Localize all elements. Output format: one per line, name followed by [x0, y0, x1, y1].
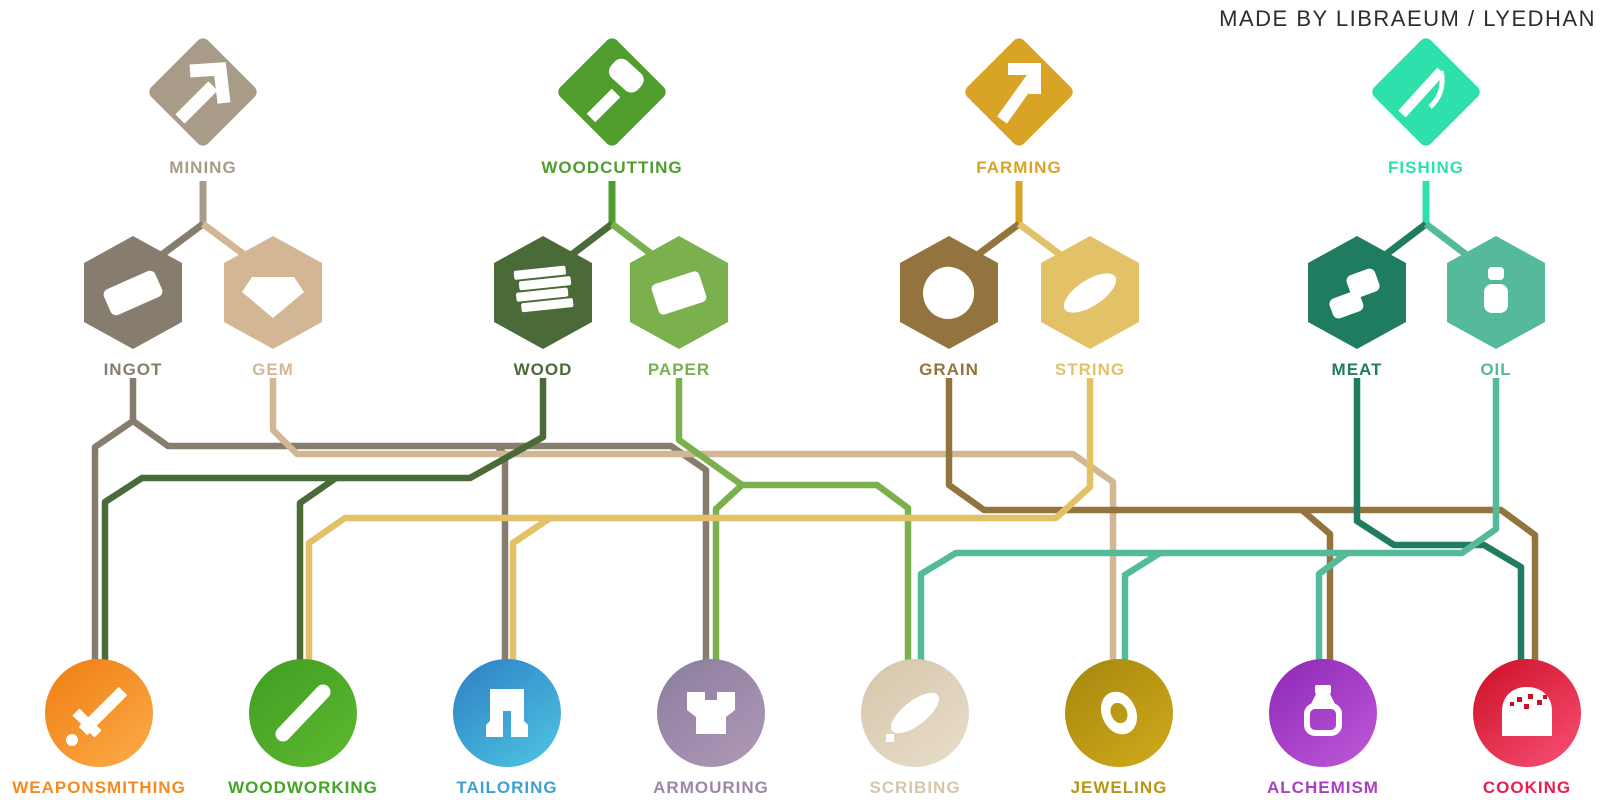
resource-node-string: STRING — [1041, 236, 1139, 379]
oil-icon — [1484, 267, 1508, 313]
bread-sprinkles — [1510, 694, 1547, 709]
wood-icon — [513, 265, 574, 313]
tailoring-label: TAILORING — [456, 778, 557, 797]
tailoring-circle — [453, 659, 561, 767]
resource-node-ingot: INGOT — [84, 236, 182, 379]
gem-icon — [242, 277, 304, 318]
paper-icon — [651, 271, 707, 315]
connector-ingot-weaponsmithing — [91, 378, 137, 662]
mining-label: MINING — [169, 158, 236, 177]
resource-node-wood: WOOD — [494, 236, 592, 379]
grain-icon — [923, 266, 975, 319]
connector-meat-cooking — [1353, 378, 1525, 662]
profession-node-woodworking: WOODWORKING — [228, 659, 378, 797]
credits-title: MADE BY LIBRAEUM / LYEDHAN — [1219, 6, 1596, 31]
farming-label: FARMING — [976, 158, 1061, 177]
resource-node-paper: PAPER — [630, 236, 728, 379]
pants-icon — [486, 689, 528, 737]
fishing-label: FISHING — [1388, 158, 1464, 177]
ingot-label: INGOT — [104, 360, 163, 379]
connector-paper-armouring — [712, 482, 745, 662]
gathering-node-mining: MINING — [149, 38, 257, 177]
axe-icon — [586, 58, 644, 123]
profession-node-cooking: COOKING — [1473, 659, 1581, 797]
profession-node-scribing: SCRIBING — [861, 659, 969, 797]
stick-icon — [275, 684, 331, 742]
profession-node-jeweling: JEWELING — [1065, 659, 1173, 797]
profession-node-alchemism: ALCHEMISM — [1267, 659, 1379, 797]
connector-ingot-armouring — [131, 418, 710, 662]
resource-connections — [91, 378, 1539, 662]
woodcutting-label: WOODCUTTING — [541, 158, 682, 177]
connector-paper-scribing — [675, 378, 912, 662]
gathering-forks — [153, 181, 1475, 262]
resource-node-meat: MEAT — [1308, 236, 1406, 379]
connector-oil-scribing — [917, 378, 1500, 662]
grain-label: GRAIN — [919, 360, 979, 379]
connector-wood-weaponsmithing — [101, 378, 547, 662]
connector-oil-jeweling — [1121, 550, 1162, 662]
hoe-icon — [997, 63, 1041, 124]
gathering-node-woodcutting: WOODCUTTING — [541, 38, 682, 177]
string-icon — [1063, 273, 1117, 313]
gem-label: GEM — [252, 360, 294, 379]
flask-icon — [1304, 685, 1342, 736]
fork-farming-string — [1016, 221, 1069, 262]
profession-nodes: WEAPONSMITHING WOODWORKING TAILORING ARM… — [12, 659, 1581, 797]
gathering-nodes: MINING WOODCUTTING FARMING FISHING — [149, 38, 1480, 177]
connector-string-tailoring — [509, 515, 552, 662]
ring-icon — [1101, 691, 1137, 735]
cooking-label: COOKING — [1483, 778, 1571, 797]
ingot-icon — [103, 270, 163, 316]
meat-icon — [1329, 268, 1380, 319]
jeweling-circle — [1065, 659, 1173, 767]
wood-label: WOOD — [514, 360, 573, 379]
connector-grain-alchemism — [1299, 507, 1334, 662]
bread-icon — [1502, 687, 1552, 736]
profession-node-weaponsmithing: WEAPONSMITHING — [12, 659, 186, 797]
gathering-node-fishing: FISHING — [1372, 38, 1480, 177]
connector-oil-alchemism — [1315, 550, 1349, 662]
connector-ingot-tailoring — [494, 443, 509, 662]
connector-wood-woodworking — [296, 475, 338, 662]
meat-label: MEAT — [1332, 360, 1383, 379]
oil-label: OIL — [1480, 360, 1511, 379]
string-label: STRING — [1055, 360, 1125, 379]
feather-icon — [886, 692, 940, 742]
connector-string-woodworking — [305, 378, 1094, 662]
fishing-rod-icon — [1398, 67, 1445, 118]
armouring-label: ARMOURING — [653, 778, 769, 797]
profession-node-armouring: ARMOURING — [653, 659, 769, 797]
sword-icon — [66, 686, 128, 746]
chestplate-icon — [687, 692, 735, 734]
alchemism-label: ALCHEMISM — [1267, 778, 1379, 797]
connector-grain-cooking — [945, 378, 1539, 662]
jeweling-label: JEWELING — [1071, 778, 1168, 797]
resource-node-oil: OIL — [1447, 236, 1545, 379]
alchemism-circle — [1269, 659, 1377, 767]
scribing-label: SCRIBING — [869, 778, 960, 797]
weaponsmithing-label: WEAPONSMITHING — [12, 778, 186, 797]
fork-fishing-oil — [1423, 221, 1475, 262]
resource-nodes: INGOT GEM WOOD PAPER GRAIN — [84, 236, 1545, 379]
woodworking-label: WOODWORKING — [228, 778, 378, 797]
profession-node-tailoring: TAILORING — [453, 659, 561, 797]
gathering-node-farming: FARMING — [965, 38, 1073, 177]
pickaxe-icon — [175, 62, 231, 124]
resource-node-grain: GRAIN — [900, 236, 998, 379]
paper-label: PAPER — [648, 360, 710, 379]
resource-node-gem: GEM — [224, 236, 322, 379]
